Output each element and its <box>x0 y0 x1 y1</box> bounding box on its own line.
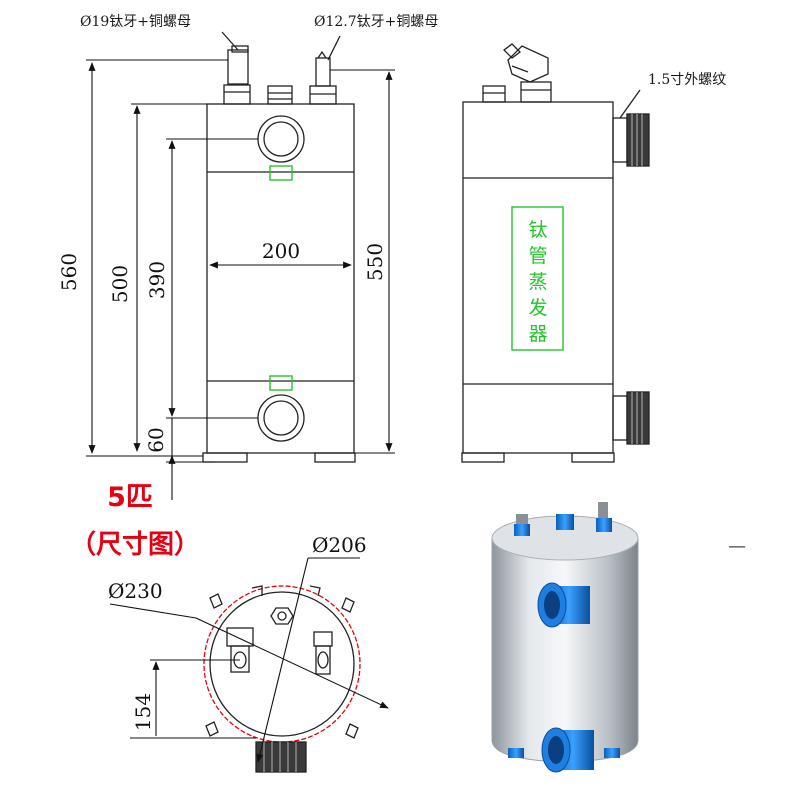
vertical-char-3: 蒸 <box>528 271 547 293</box>
dim-body-height: 500 <box>108 265 132 303</box>
dim-offset: 154 <box>131 693 155 731</box>
leader-thread <box>619 89 641 119</box>
top-fitting-right <box>313 631 333 675</box>
front-dimensions <box>86 59 395 500</box>
dim-outer-diameter: Ø230 <box>108 579 163 603</box>
photo-fitting-center <box>556 514 574 530</box>
dim-total-height: 560 <box>57 253 81 291</box>
dim-width: 200 <box>262 239 300 263</box>
top-dimensions <box>109 557 389 763</box>
side-fitting-small <box>482 85 506 103</box>
vertical-char-5: 器 <box>528 323 547 345</box>
dim-port-bottom: 60 <box>144 427 168 452</box>
leader-left-fitting <box>221 31 239 51</box>
stray-dash: — <box>728 536 746 557</box>
label-left-fitting: Ø19钛牙+铜螺母 <box>80 14 191 30</box>
front-view <box>202 31 356 463</box>
side-bottom-thread <box>612 391 650 445</box>
side-view <box>461 43 650 463</box>
model-subtitle: （尺寸图） <box>70 530 200 560</box>
label-thread: 1.5寸外螺纹 <box>648 72 726 88</box>
front-fitting-left <box>223 45 251 105</box>
product-photo <box>491 502 639 773</box>
side-fitting-elbow <box>503 43 552 103</box>
vertical-char-1: 钛 <box>528 219 547 241</box>
dim-inner-diameter: Ø206 <box>312 533 367 557</box>
front-marker-bottom <box>269 375 293 391</box>
top-fitting-center <box>270 607 294 625</box>
side-top-thread <box>612 113 650 167</box>
photo-lower-port <box>541 727 594 773</box>
dim-port-spacing: 390 <box>145 261 169 299</box>
model-title: 5匹 <box>107 482 153 513</box>
photo-upper-port <box>537 582 590 628</box>
top-view-thread <box>255 741 307 773</box>
front-fitting-right <box>309 50 337 105</box>
photo-fitting-right <box>598 502 608 524</box>
side-label-box <box>511 206 564 351</box>
front-marker-top <box>269 165 293 181</box>
top-view <box>203 585 361 773</box>
dim-right-height: 550 <box>363 243 387 281</box>
inner-circle-206 <box>209 591 355 737</box>
vertical-char-2: 管 <box>528 245 547 267</box>
label-right-fitting: Ø12.7钛牙+铜螺母 <box>314 14 438 30</box>
vertical-char-4: 发 <box>528 297 547 319</box>
leader-right-fitting <box>327 35 341 61</box>
front-fitting-center <box>267 85 293 105</box>
